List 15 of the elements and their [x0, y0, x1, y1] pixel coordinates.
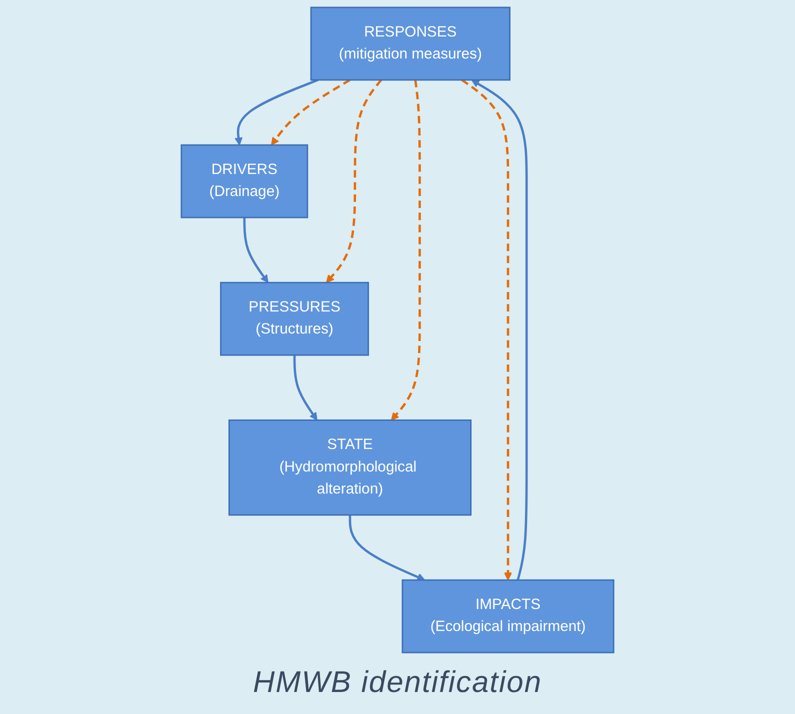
- arrow: [390, 80, 421, 421]
- arrow: [271, 78, 350, 146]
- node-box: IMPACTS (Ecological impairment): [402, 579, 614, 654]
- node-box: STATE (Hydromorphological alteration): [228, 419, 472, 516]
- arrow: [471, 80, 528, 580]
- arrow: [326, 79, 382, 283]
- arrow: [348, 514, 426, 581]
- node-box: DRIVERS (Drainage): [180, 144, 308, 218]
- arrow: [243, 218, 268, 283]
- arrow: [461, 79, 512, 580]
- arrow: [293, 355, 318, 421]
- node-box: RESPONSES (mitigation measures): [310, 6, 510, 81]
- arrow: [234, 78, 318, 146]
- diagram-label: HMWB identification: [252, 666, 542, 700]
- node-box: PRESSURES (Structures): [220, 282, 369, 356]
